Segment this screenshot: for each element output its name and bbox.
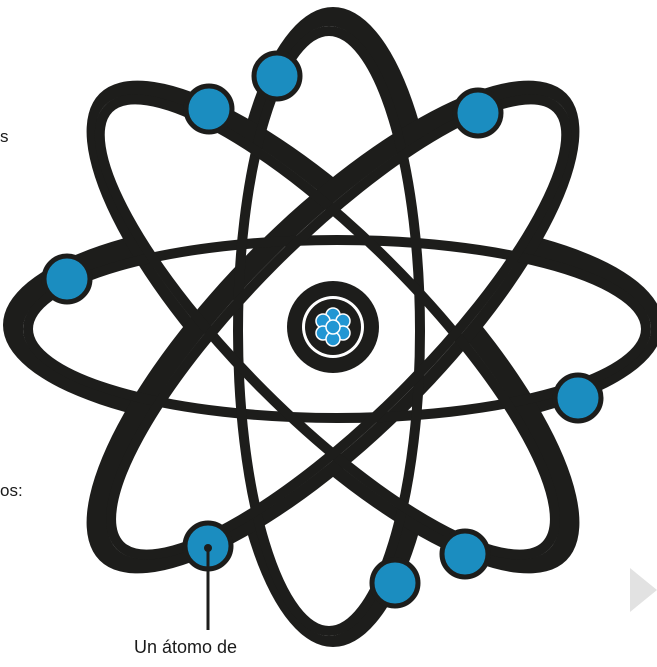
text-fragment: os: xyxy=(0,482,23,499)
electron xyxy=(372,560,418,606)
text-fragment: s xyxy=(0,128,9,145)
electron xyxy=(254,53,300,99)
atom-caption: Un átomo de xyxy=(134,637,237,658)
nucleus xyxy=(287,281,379,373)
next-button[interactable] xyxy=(630,568,657,612)
electron xyxy=(555,375,601,421)
electron xyxy=(186,86,232,132)
nucleus-particles xyxy=(316,308,350,346)
electron xyxy=(442,531,488,577)
chevron-right-icon xyxy=(630,568,657,612)
electron xyxy=(455,90,501,136)
electron xyxy=(44,256,90,302)
